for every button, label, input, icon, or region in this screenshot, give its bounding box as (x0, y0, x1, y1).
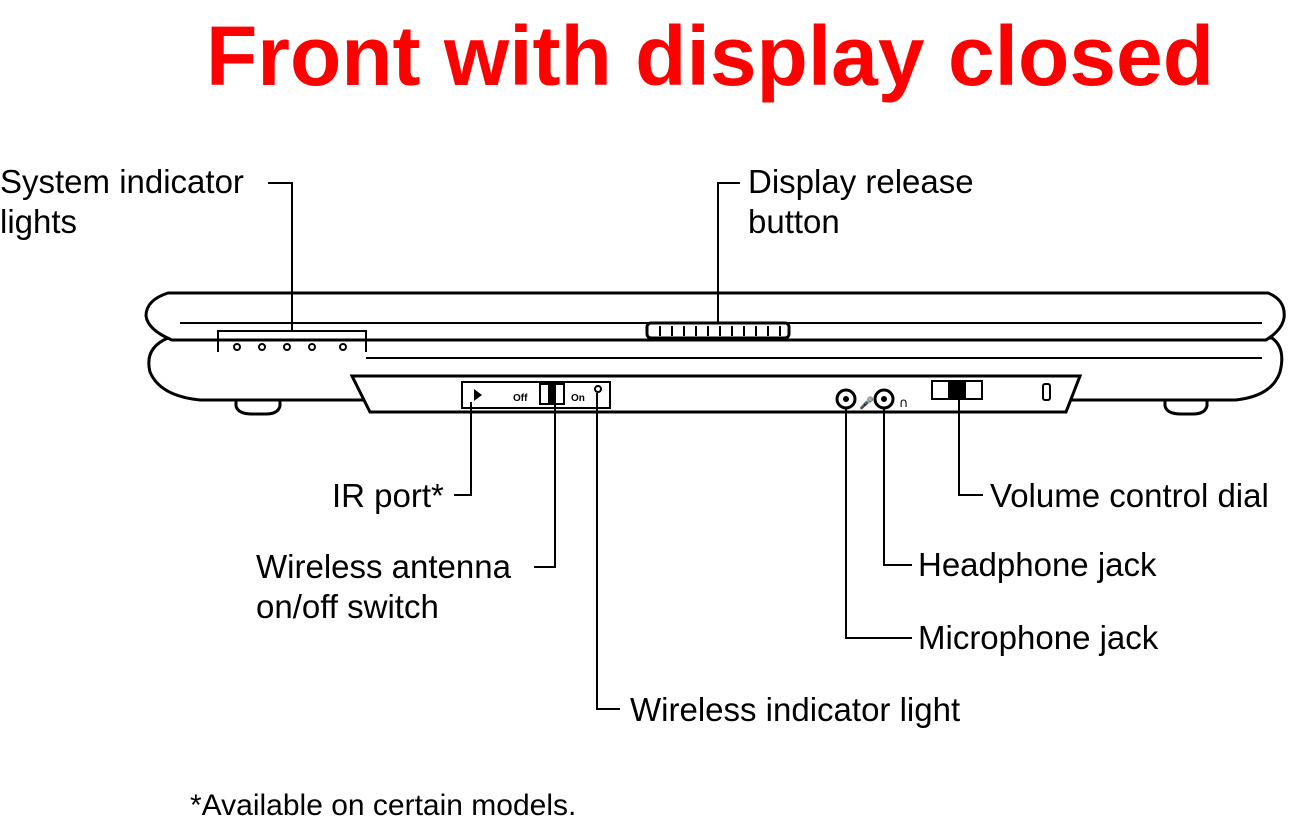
ir-port-icon (474, 389, 482, 401)
leader-volume-dial (958, 399, 983, 496)
ir-wireless-window (461, 381, 611, 409)
callout-microphone-jack: Microphone jack (918, 619, 1159, 656)
indicator-light (308, 343, 316, 351)
callout-system-indicator-lights: System indicator lights (0, 163, 244, 240)
laptop-lid (144, 291, 1286, 342)
microphone-symbol: 🎤 (859, 395, 874, 410)
footnote: *Available on certain models. (190, 789, 577, 822)
leader-headphone (883, 408, 912, 566)
wireless-indicator-light (594, 385, 602, 393)
callout-ir-port: IR port* (332, 477, 444, 514)
leader-lines (268, 182, 983, 710)
leader-wireless-light (596, 393, 620, 710)
leader-ir-port (454, 402, 472, 496)
callout-display-release-button: Display release button (748, 163, 974, 240)
off-marking: Off (513, 393, 528, 404)
display-release-button (645, 321, 791, 340)
indicator-light (233, 343, 241, 351)
on-marking: On (571, 393, 585, 404)
diagram-title: Front with display closed (205, 9, 1215, 103)
leader-display-release (717, 182, 740, 323)
callout-wireless-indicator-light: Wireless indicator light (630, 691, 961, 728)
indicator-light (258, 343, 266, 351)
leader-system-indicator (268, 182, 293, 331)
lock-slot (1042, 383, 1051, 401)
leader-wireless-switch (534, 404, 556, 568)
leader-microphone (845, 408, 912, 639)
indicator-light (283, 343, 291, 351)
callout-volume-control-dial: Volume control dial (990, 477, 1269, 514)
callout-wireless-antenna-switch: Wireless antenna on/off switch (256, 548, 511, 625)
headphone-symbol: ∩ (899, 396, 909, 411)
indicator-light (339, 343, 347, 351)
callout-headphone-jack: Headphone jack (918, 546, 1157, 583)
